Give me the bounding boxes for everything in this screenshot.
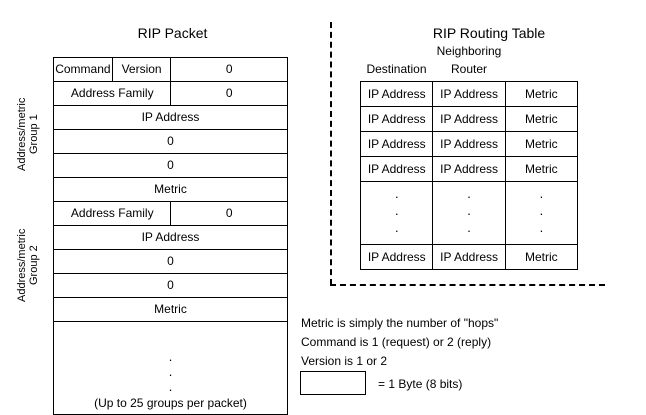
routing-table-title: RIP Routing Table xyxy=(432,25,546,41)
routing-cell-neighbor: IP Address xyxy=(432,106,506,132)
divider-dashed-horizontal xyxy=(330,284,605,286)
legend-line-command: Command is 1 (request) or 2 (reply) xyxy=(301,335,492,349)
vertical-ellipsis: ··· xyxy=(168,351,173,397)
packet-footer-note: (Up to 25 groups per packet) xyxy=(94,395,247,410)
routing-cell-destination: IP Address xyxy=(359,81,434,107)
routing-cell-metric: Metric xyxy=(504,106,579,132)
table-row: Metric xyxy=(53,297,288,322)
packet-cell-zero: 0 xyxy=(170,81,288,106)
table-row: IP Address xyxy=(53,225,288,250)
routing-header-destination: Destination xyxy=(366,62,427,76)
table-row: IP Address IP Address Metric xyxy=(359,131,579,157)
table-row: Address Family 0 xyxy=(52,201,288,226)
packet-cell-ip-address-1: IP Address xyxy=(53,105,288,130)
table-row: Command Version 0 xyxy=(53,57,288,82)
packet-cell-address-family-2: Address Family xyxy=(52,201,172,226)
table-row: IP Address IP Address Metric xyxy=(359,156,579,182)
legend-byte-label: = 1 Byte (8 bits) xyxy=(378,377,463,391)
routing-cell-metric: Metric xyxy=(504,244,579,270)
packet-cell-zero: 0 xyxy=(170,57,288,82)
group-label-1-line1: Address/metric xyxy=(16,97,28,171)
routing-table-body: IP Address IP Address Metric IP Address … xyxy=(359,81,579,270)
routing-cell-destination: IP Address xyxy=(359,156,434,182)
table-row: 0 xyxy=(53,129,288,154)
rip-routing-table: IP Address IP Address Metric IP Address … xyxy=(359,81,579,270)
packet-cell-zero: 0 xyxy=(53,129,288,154)
routing-cell-neighbor: IP Address xyxy=(432,156,506,182)
routing-cell-metric: Metric xyxy=(504,131,579,157)
table-row-ellipsis: ··· ··· ··· xyxy=(359,181,579,245)
routing-cell-neighbor: IP Address xyxy=(432,244,506,270)
packet-cell-metric-1: Metric xyxy=(53,177,288,202)
table-row: Metric xyxy=(53,177,288,202)
packet-cell-address-family-1: Address Family xyxy=(52,81,172,106)
packet-table-body: Command Version 0 Address Family 0 IP Ad… xyxy=(52,57,288,415)
routing-cell-destination: IP Address xyxy=(359,131,434,157)
table-row: IP Address IP Address Metric xyxy=(359,81,579,107)
packet-cell-ip-address-2: IP Address xyxy=(53,225,288,250)
packet-cell-zero: 0 xyxy=(170,201,288,226)
legend-line-version: Version is 1 or 2 xyxy=(301,354,388,368)
packet-cell-version: Version xyxy=(111,57,172,82)
table-row: 0 xyxy=(53,249,288,274)
group-label-2-line2: Group 2 xyxy=(28,245,40,285)
table-row: 0 xyxy=(53,273,288,298)
divider-dashed-vertical xyxy=(330,22,332,285)
packet-cell-zero: 0 xyxy=(53,249,288,274)
legend-line-metric: Metric is simply the number of "hops" xyxy=(301,316,499,330)
routing-cell-metric: Metric xyxy=(504,81,579,107)
group-label-1: Address/metric Group 1 xyxy=(16,70,42,198)
packet-cell-metric-2: Metric xyxy=(53,297,288,322)
table-row: IP Address IP Address Metric xyxy=(359,244,579,270)
packet-cell-zero: 0 xyxy=(53,273,288,298)
byte-swatch-box xyxy=(300,371,366,395)
routing-cell-neighbor: IP Address xyxy=(432,81,506,107)
routing-cell-neighbor: IP Address xyxy=(432,131,506,157)
routing-ellipsis-destination: ··· xyxy=(359,181,434,245)
packet-cell-command: Command xyxy=(53,57,113,82)
group-label-1-line2: Group 1 xyxy=(28,114,40,154)
routing-cell-metric: Metric xyxy=(504,156,579,182)
table-row: IP Address xyxy=(53,105,288,130)
rip-packet-table: Command Version 0 Address Family 0 IP Ad… xyxy=(52,57,288,415)
table-row: IP Address IP Address Metric xyxy=(359,106,579,132)
table-row: 0 xyxy=(53,153,288,178)
group-label-2-line1: Address/metric xyxy=(16,228,28,302)
packet-title: RIP Packet xyxy=(137,25,208,41)
routing-ellipsis-metric: ··· xyxy=(504,181,579,245)
table-row: ··· (Up to 25 groups per packet) xyxy=(53,321,288,415)
routing-ellipsis-neighbor: ··· xyxy=(432,181,506,245)
packet-cell-zero: 0 xyxy=(53,153,288,178)
routing-header-neighboring: Neighboring xyxy=(436,44,502,58)
table-row: Address Family 0 xyxy=(52,81,288,106)
packet-cell-continuation: ··· (Up to 25 groups per packet) xyxy=(53,321,288,415)
routing-header-router: Router xyxy=(450,62,488,76)
routing-cell-destination: IP Address xyxy=(359,244,434,270)
group-label-2: Address/metric Group 2 xyxy=(16,205,42,325)
routing-cell-destination: IP Address xyxy=(359,106,434,132)
